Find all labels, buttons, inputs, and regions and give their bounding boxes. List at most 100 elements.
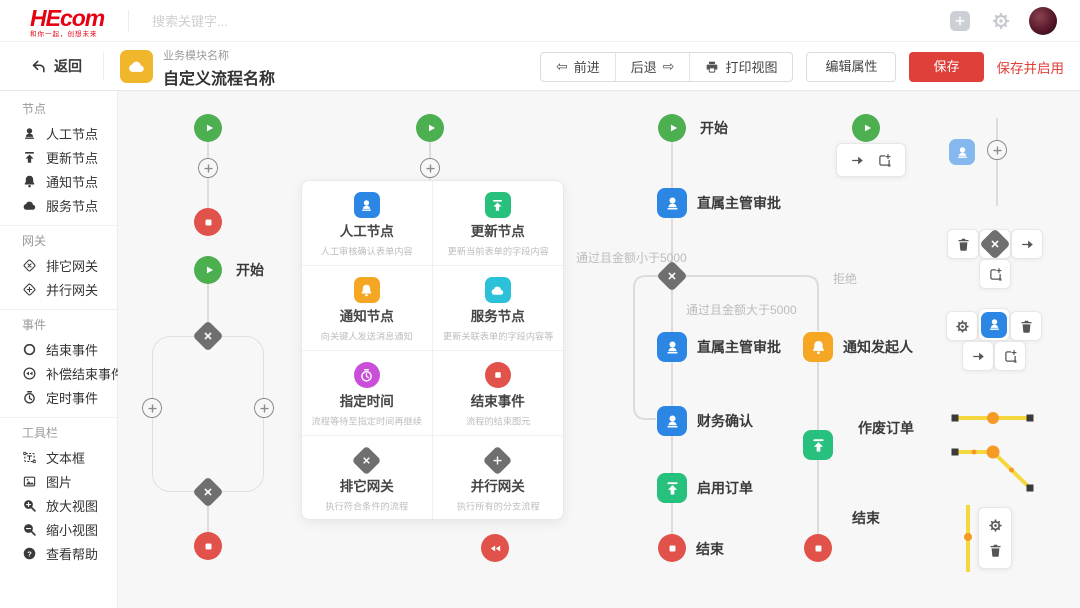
node-label: 直属主管审批 <box>697 339 781 355</box>
start-node[interactable] <box>852 114 880 142</box>
add-icon[interactable] <box>950 11 970 31</box>
node-label: 结束 <box>852 510 880 526</box>
sidebar-item-parallel-gateway[interactable]: 并行网关 <box>0 277 117 301</box>
start-node[interactable] <box>194 256 222 284</box>
stop-icon <box>202 540 215 553</box>
connect-button[interactable] <box>1011 229 1043 259</box>
print-view-button[interactable]: 打印视图 <box>690 53 792 81</box>
delete-button[interactable] <box>947 229 979 259</box>
settings-button[interactable] <box>946 311 978 341</box>
end-node[interactable] <box>658 534 686 562</box>
search-input[interactable] <box>152 6 472 36</box>
user-task-node[interactable] <box>657 332 687 362</box>
save-button[interactable]: 保存 <box>909 51 984 82</box>
condition-label: 通过且金额大于5000 <box>686 303 797 317</box>
end-node[interactable] <box>194 532 222 560</box>
section-title-nodes: 节点 <box>22 102 47 116</box>
start-node[interactable] <box>416 114 444 142</box>
back-arrow-icon <box>30 58 47 75</box>
sidebar-item-timer-event[interactable]: 定时事件 <box>0 385 117 409</box>
upload-icon <box>810 437 827 454</box>
node-label: 作废订单 <box>858 420 914 436</box>
person-icon <box>664 339 681 356</box>
duplicate-button[interactable] <box>994 341 1026 371</box>
user-task-node[interactable] <box>657 406 687 436</box>
arrow-right-icon <box>1020 237 1035 252</box>
gateway-node-cell[interactable] <box>979 228 1011 260</box>
upload-icon <box>22 150 37 165</box>
arrow-left-icon: ⇦ <box>555 58 568 74</box>
save-and-enable-button[interactable]: 保存并启用 <box>996 60 1065 76</box>
start-node[interactable] <box>658 114 686 142</box>
upload-icon <box>664 480 681 497</box>
settings-gear-icon[interactable] <box>991 11 1011 31</box>
play-icon <box>666 121 680 135</box>
update-task-node[interactable] <box>803 430 833 460</box>
user-node-cell[interactable] <box>978 308 1010 341</box>
palette-item-user-node[interactable]: 人工节点 人工审核确认表单内容 <box>302 181 433 266</box>
diamond-x-icon <box>22 258 37 273</box>
zoom-in-icon <box>22 498 37 513</box>
textbox-icon <box>22 450 37 465</box>
sidebar-item-compensation-end-event[interactable]: 补偿结束事件 <box>0 361 124 385</box>
duplicate-icon[interactable] <box>877 153 892 168</box>
duplicate-button[interactable] <box>979 259 1011 289</box>
sidebar-item-notify-node[interactable]: 通知节点 <box>0 169 117 193</box>
duplicate-icon <box>1003 349 1018 364</box>
user-avatar[interactable] <box>1029 7 1057 35</box>
back-button[interactable]: 返回 <box>30 54 82 78</box>
user-task-node[interactable] <box>657 188 687 218</box>
backward-button[interactable]: 后退 ⇨ <box>616 52 691 81</box>
sidebar-item-exclusive-gateway[interactable]: 排它网关 <box>0 253 117 277</box>
palette-item-end-event[interactable]: 结束事件 流程的结束图元 <box>432 351 563 436</box>
back-label: 返回 <box>54 58 82 74</box>
top-bar: HEcom 和你一起，创想未来 <box>0 0 1080 42</box>
flow-canvas[interactable] <box>118 91 1080 608</box>
trash-icon[interactable] <box>988 543 1003 558</box>
sidebar-item-image[interactable]: 图片 <box>0 469 117 493</box>
brand-logo[interactable]: HEcom 和你一起，创想未来 <box>30 7 105 39</box>
sidebar-item-zoom-out[interactable]: 缩小视图 <box>0 517 117 541</box>
palette-item-exclusive-gateway[interactable]: 排它网关 执行符合条件的流程 <box>302 436 433 519</box>
add-branch-button[interactable] <box>254 398 274 418</box>
node-label: 开始 <box>700 120 728 136</box>
start-node[interactable] <box>194 114 222 142</box>
notify-task-node[interactable] <box>803 332 833 362</box>
plus-icon <box>425 163 436 174</box>
palette-item-timer[interactable]: 指定时间 流程等待至指定时间再继续 <box>302 351 433 436</box>
add-branch-button[interactable] <box>142 398 162 418</box>
sidebar-item-textbox[interactable]: 文本框 <box>0 445 117 469</box>
update-task-node[interactable] <box>657 473 687 503</box>
add-node-button[interactable] <box>420 158 440 178</box>
play-icon <box>202 121 216 135</box>
compensation-end-node[interactable] <box>481 534 509 562</box>
sidebar-item-update-node[interactable]: 更新节点 <box>0 145 117 169</box>
sidebar-item-end-event[interactable]: 结束事件 <box>0 337 117 361</box>
edit-properties-button[interactable]: 编辑属性 <box>806 51 897 82</box>
arrow-right-icon <box>971 349 986 364</box>
connect-button[interactable] <box>962 341 994 371</box>
end-node[interactable] <box>194 208 222 236</box>
add-node-button[interactable] <box>198 158 218 178</box>
palette-item-notify-node[interactable]: 通知节点 向关键人发送消息通知 <box>302 266 433 351</box>
sidebar-item-service-node[interactable]: 服务节点 <box>0 193 117 217</box>
drag-ghost-user-node[interactable] <box>949 139 975 165</box>
module-label: 业务模块名称 <box>163 50 229 62</box>
edge-popover <box>978 507 1012 569</box>
sidebar-item-user-node[interactable]: 人工节点 <box>0 121 117 145</box>
palette-item-parallel-gateway[interactable]: 并行网关 执行所有的分支流程 <box>433 436 564 519</box>
sidebar-item-help[interactable]: 查看帮助 <box>0 541 117 565</box>
stop-icon <box>666 542 679 555</box>
add-node-button[interactable] <box>987 140 1007 160</box>
rewind-icon <box>489 542 502 555</box>
sidebar-item-zoom-in[interactable]: 放大视图 <box>0 493 117 517</box>
x-icon <box>202 330 214 342</box>
forward-button[interactable]: ⇦ 前进 <box>541 52 616 81</box>
palette-item-service-node[interactable]: 服务节点 更新关联表单的字段内容等 <box>432 266 563 351</box>
delete-button[interactable] <box>1010 311 1042 341</box>
end-node[interactable] <box>804 534 832 562</box>
palette-item-update-node[interactable]: 更新节点 更新当前表单的字段内容 <box>432 181 563 266</box>
gear-icon[interactable] <box>988 518 1003 533</box>
node-label: 通知发起人 <box>843 339 913 355</box>
arrow-right-icon[interactable] <box>850 153 865 168</box>
